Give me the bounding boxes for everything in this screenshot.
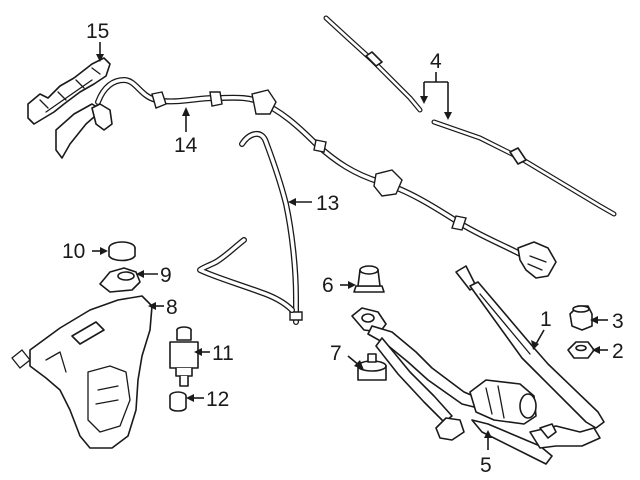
part-8-washer-reservoir <box>11 295 153 449</box>
callout-3: 3 <box>612 310 624 333</box>
callout-4: 4 <box>430 50 442 73</box>
part-13-nozzle-hose <box>197 131 303 325</box>
part-3-cap-nut <box>569 305 593 331</box>
callout-7: 7 <box>330 342 342 365</box>
part-10-filler-cap <box>108 241 136 262</box>
part-9-filler-neck <box>99 267 141 293</box>
part-2-flange-nut <box>567 341 595 359</box>
part-5-wiper-linkage-motor <box>351 307 601 465</box>
part-11-washer-pump <box>169 326 199 387</box>
part-12-grommet <box>169 391 187 412</box>
callout-15: 15 <box>86 20 109 43</box>
callout-1: 1 <box>540 308 552 331</box>
callout-13: 13 <box>316 192 339 215</box>
callout-14: 14 <box>174 134 198 157</box>
callout-leaders <box>92 42 608 450</box>
callout-10: 10 <box>62 240 85 263</box>
callout-8: 8 <box>166 296 178 319</box>
callout-6: 6 <box>322 274 334 297</box>
callout-2: 2 <box>612 340 624 363</box>
part-14-washer-hose <box>95 77 557 279</box>
callout-9: 9 <box>160 264 172 287</box>
part-1-wiper-arm <box>455 265 605 429</box>
callout-5: 5 <box>480 454 492 477</box>
callout-numbers: 15 14 13 4 10 9 8 11 12 6 7 1 3 2 5 <box>62 20 624 477</box>
part-15-hose-bracket <box>27 57 113 159</box>
callout-11: 11 <box>212 342 234 365</box>
part-6-bushing <box>353 265 385 293</box>
callout-12: 12 <box>206 388 229 411</box>
part-4-wiper-hoses <box>323 15 617 217</box>
